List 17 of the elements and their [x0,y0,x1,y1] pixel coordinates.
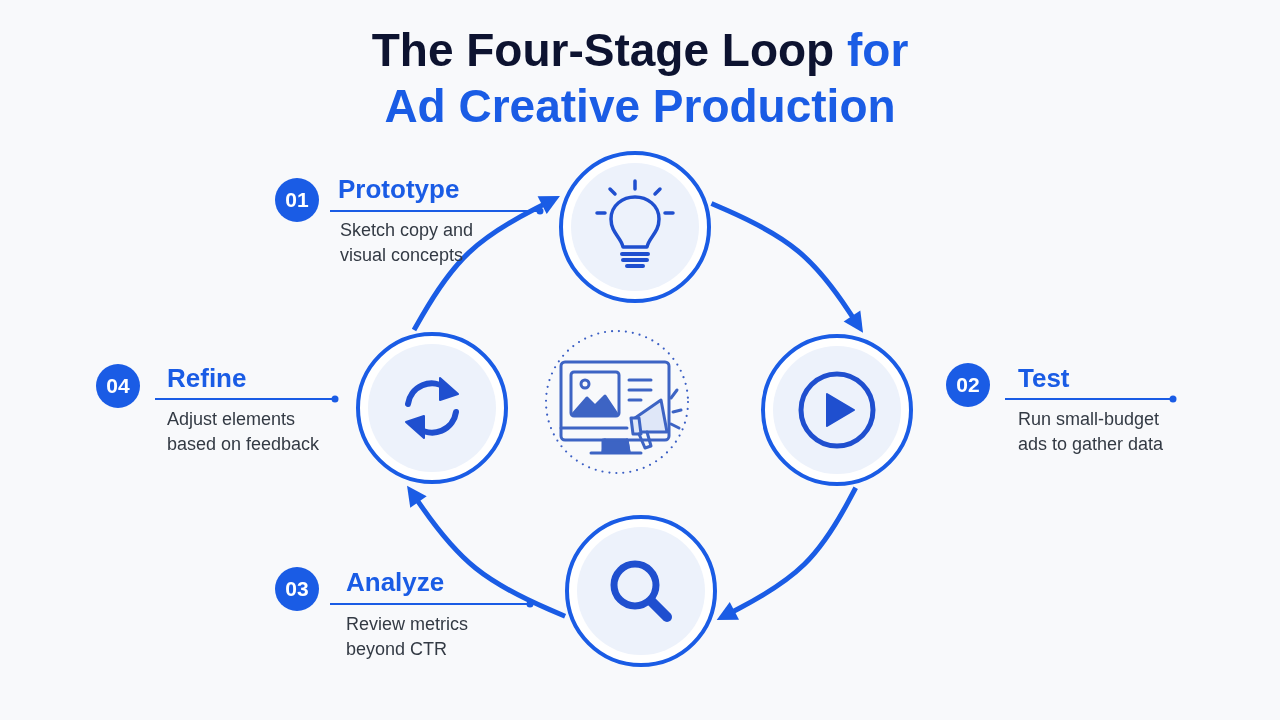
stage-title: Test [1018,363,1070,393]
cycle-arrow [716,486,858,621]
stage-title: Refine [167,363,247,393]
cycle-arrow [710,201,864,333]
stage-description: Review metrics beyond CTR [346,613,470,661]
step-number: 01 [275,178,319,222]
stage-description: Run small-budget ads to gather data [1018,408,1165,456]
step-number: 04 [96,364,140,408]
title: The Four-Stage Loop for Ad Creative Production [370,23,910,134]
cycle-arrow [407,485,567,619]
stage-description: Sketch copy and visual concepts [340,219,475,267]
stage-title: Analyze [346,567,445,597]
step-number: 02 [946,363,990,407]
step-number: 03 [275,567,319,611]
cycle-arrow [411,196,560,332]
stage-title: Prototype [338,174,460,204]
stage-description: Adjust elements based on feedback [167,408,321,456]
